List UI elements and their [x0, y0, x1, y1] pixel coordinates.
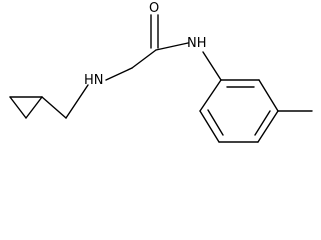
- ring-to-ch2-bond: [41, 96, 67, 119]
- nh-to-ring-bond: [202, 51, 222, 81]
- benzene-ring: [199, 79, 279, 143]
- structure-diagram: O NH HN: [9, 1, 313, 143]
- ch2-to-hn-bond: [65, 84, 89, 119]
- hn-to-ch2-bond: [105, 67, 133, 81]
- amine-hn-label: HN: [84, 73, 104, 88]
- ring-bond-right: [25, 96, 43, 119]
- carbonyl-to-nh-bond: [155, 42, 189, 51]
- oxygen-label: O: [149, 1, 159, 16]
- amide-nh-label: NH: [187, 36, 207, 51]
- ch2-to-carbonyl-bond: [131, 49, 157, 69]
- carbonyl-double-bond: [150, 14, 159, 49]
- ring-bond-left: [9, 96, 27, 119]
- cyclopropyl-ring: [9, 96, 43, 119]
